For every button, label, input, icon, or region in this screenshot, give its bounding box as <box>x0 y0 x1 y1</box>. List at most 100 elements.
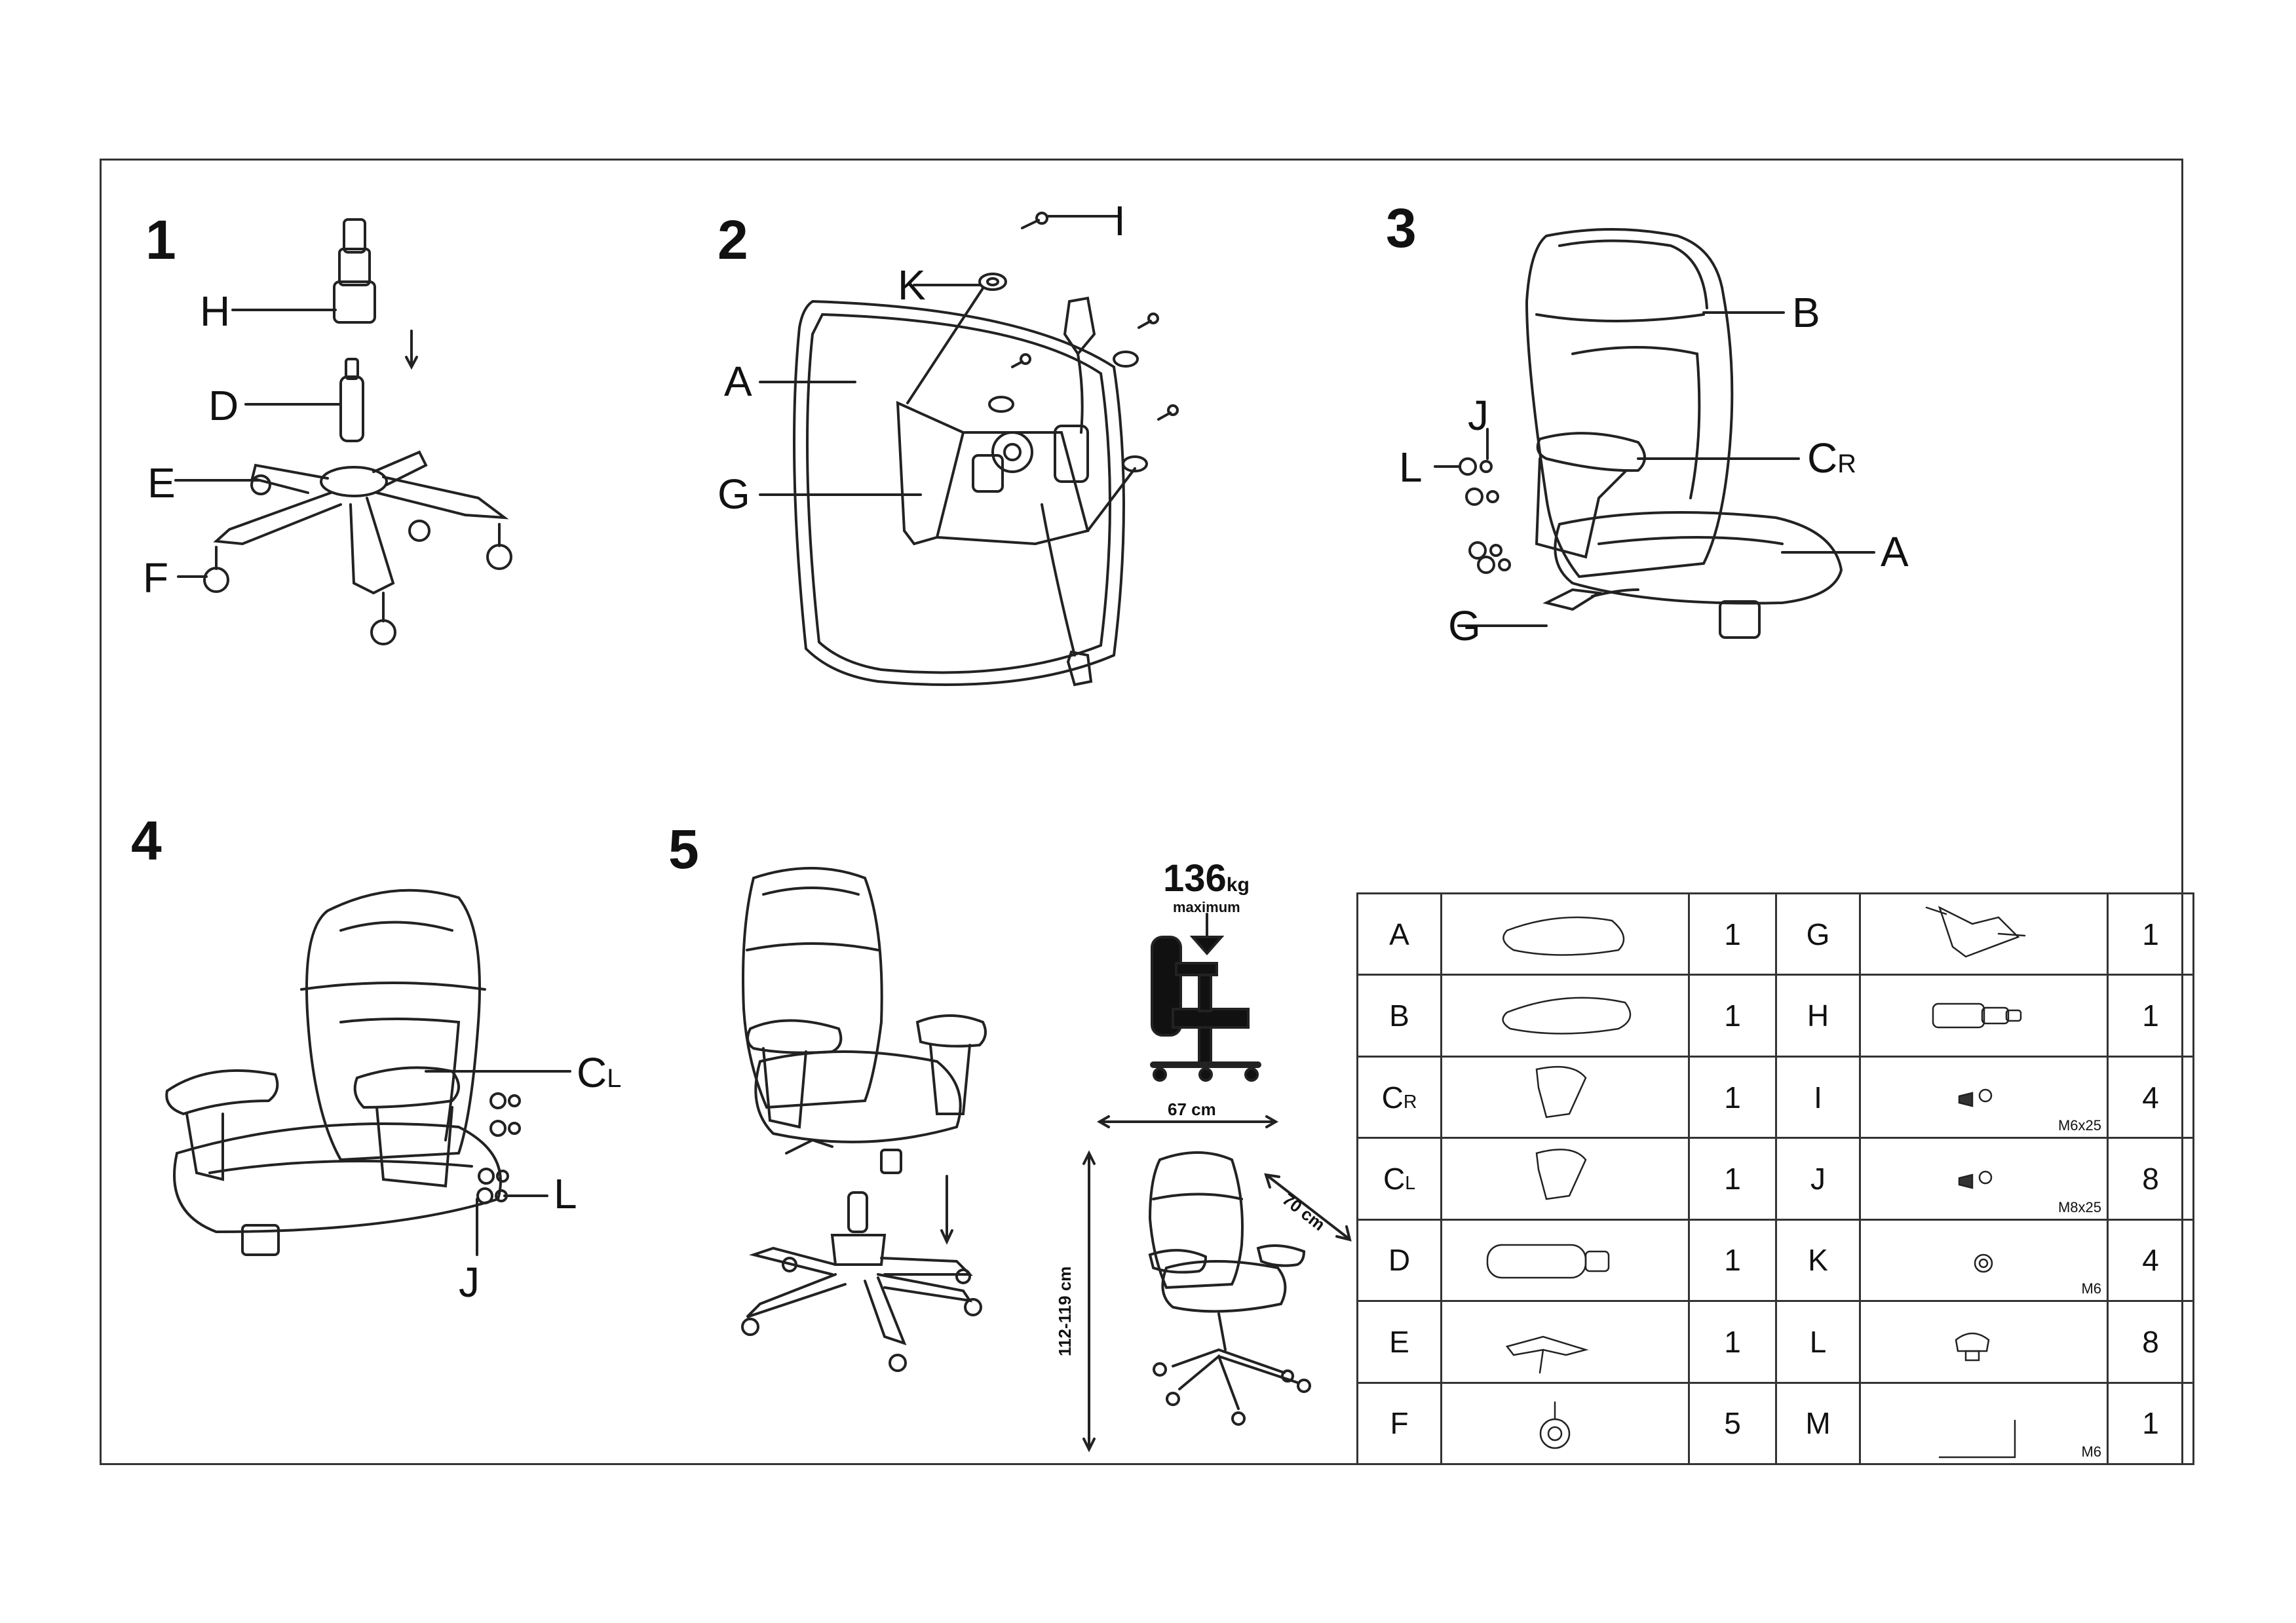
label-a-step3: A <box>1881 528 1909 575</box>
part-quantity: 1 <box>1688 1055 1777 1139</box>
part-image <box>1440 974 1690 1058</box>
part-quantity-2: 8 <box>2107 1137 2194 1221</box>
label-c-r-sub: R <box>1837 449 1856 478</box>
label-c-r-letter: C <box>1807 434 1838 482</box>
part-code: E <box>1356 1300 1442 1384</box>
part-code-letter: C <box>1383 1161 1406 1196</box>
part-quantity: 1 <box>1688 1137 1777 1221</box>
part-code-2: H <box>1775 974 1861 1058</box>
part-code-letter: E <box>1389 1324 1409 1359</box>
step-1-illustration <box>174 218 512 645</box>
capacity-pictogram <box>1150 913 1261 1082</box>
step-5-number: 5 <box>668 818 699 880</box>
part-quantity: 1 <box>1688 892 1777 976</box>
part-image <box>1440 1055 1690 1139</box>
part-code-letter: D <box>1388 1243 1411 1278</box>
part-image <box>1440 1137 1690 1221</box>
part-image-2 <box>1859 1300 2109 1384</box>
label-c-l-sub: L <box>607 1064 622 1093</box>
part-code-2: J <box>1775 1137 1861 1221</box>
step-4-illustration <box>165 888 571 1256</box>
part-code-2: I <box>1775 1055 1861 1139</box>
step-2-number: 2 <box>718 209 748 271</box>
part-quantity-2: 1 <box>2107 1381 2194 1466</box>
part-quantity-2: 4 <box>2107 1218 2194 1303</box>
part-code-2: M <box>1775 1381 1861 1466</box>
step-1-number: 1 <box>145 209 176 271</box>
label-l: L <box>1399 444 1423 491</box>
dimension-diagram <box>1082 1115 1352 1453</box>
part-quantity: 1 <box>1688 1218 1777 1303</box>
label-c-l: CL <box>577 1048 621 1097</box>
part-image-2: M6x25 <box>1859 1055 2109 1139</box>
part-quantity-2: 1 <box>2107 974 2194 1058</box>
label-c-r: CR <box>1807 434 1856 482</box>
step-2-illustration <box>759 212 1179 687</box>
part-code: B <box>1356 974 1442 1058</box>
dimension-height: 112-119 cm <box>1055 1266 1075 1356</box>
part-code: D <box>1356 1218 1442 1303</box>
label-g-step3: G <box>1448 602 1481 649</box>
part-image <box>1440 892 1690 976</box>
part-image <box>1440 1218 1690 1303</box>
label-k: K <box>898 261 926 309</box>
step-4-number: 4 <box>131 810 162 871</box>
label-d: D <box>208 382 239 429</box>
part-image-2 <box>1859 892 2109 976</box>
part-code-sub: R <box>1403 1091 1417 1113</box>
dimension-width: 67 cm <box>1168 1099 1216 1119</box>
capacity-number: 136 <box>1163 857 1227 900</box>
part-code: CL <box>1356 1137 1442 1221</box>
part-code-letter: F <box>1390 1406 1409 1441</box>
label-j-step4: J <box>459 1259 480 1306</box>
part-code-2: G <box>1775 892 1861 976</box>
part-code-letter: B <box>1389 999 1409 1033</box>
label-f: F <box>143 554 169 601</box>
part-code-2: K <box>1775 1218 1861 1303</box>
label-j: J <box>1468 392 1489 439</box>
part-code-letter: C <box>1381 1080 1404 1115</box>
part-image-2: M6 <box>1859 1218 2109 1303</box>
part-code: F <box>1356 1381 1442 1466</box>
part-quantity: 5 <box>1688 1381 1777 1466</box>
part-image-2 <box>1859 974 2109 1058</box>
step-5-illustration <box>741 867 987 1372</box>
step-3-number: 3 <box>1386 197 1417 259</box>
part-quantity-2: 1 <box>2107 892 2194 976</box>
part-code-sub: L <box>1405 1172 1416 1194</box>
label-i: I <box>1114 197 1126 244</box>
label-b: B <box>1792 289 1820 336</box>
part-code: CR <box>1356 1055 1442 1139</box>
part-code-letter: A <box>1389 917 1409 951</box>
part-spec: M8x25 <box>2057 1198 2101 1215</box>
part-quantity-2: 8 <box>2107 1300 2194 1384</box>
part-image <box>1440 1300 1690 1384</box>
part-image <box>1440 1381 1690 1466</box>
capacity-unit: kg <box>1226 874 1250 896</box>
label-l-step4: L <box>554 1170 577 1217</box>
step-3-illustration <box>1434 228 1875 639</box>
label-e: E <box>147 459 176 506</box>
part-image-2: M6 <box>1859 1381 2109 1466</box>
label-g: G <box>718 470 750 518</box>
part-spec: M6 <box>2081 1280 2101 1297</box>
part-code: A <box>1356 892 1442 976</box>
capacity-note: maximum <box>1173 899 1240 915</box>
label-c-l-letter: C <box>577 1049 607 1096</box>
part-spec: M6 <box>2081 1443 2101 1460</box>
label-h: H <box>200 288 231 335</box>
part-spec: M6x25 <box>2057 1117 2101 1134</box>
part-quantity: 1 <box>1688 1300 1777 1384</box>
capacity-value: 136kg <box>1163 860 1250 898</box>
label-a: A <box>724 358 752 405</box>
part-quantity-2: 4 <box>2107 1055 2194 1139</box>
